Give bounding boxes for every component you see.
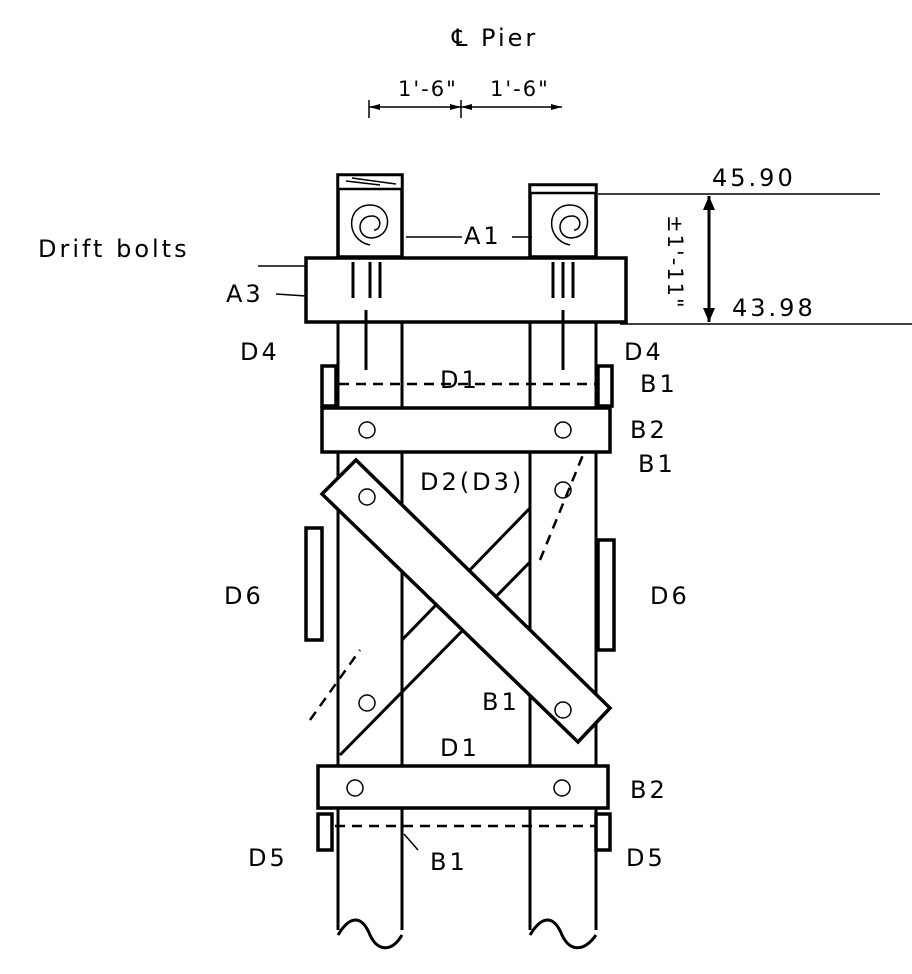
bottom-elevation-label: 43.98 [732,294,816,322]
lower-left-bolt [346,779,364,797]
b1-center-label: B1 [482,688,520,716]
pier-centerline-title: ℄ Pier [451,24,538,52]
a1-label: A1 [464,222,502,250]
d4-right-label: D4 [624,338,664,366]
left-spacing-dimension: 1'-6" [398,77,458,101]
upper-horizontal-brace-d1 [320,406,612,454]
drift-bolts [351,262,575,370]
d4-left-shim [320,364,338,408]
diagonal-brace-d2-d3 [319,457,613,745]
upper-left-bolt [358,421,376,439]
right-spacing-dimension: 1'-6" [490,77,550,101]
d2-d3-label: D2(D3) [420,468,524,496]
a3-leader [275,293,307,297]
right-mid-bolt [554,481,572,499]
upper-right-bolt [554,421,572,439]
d5-right-shim [594,812,612,852]
d1-lower-label: D1 [440,734,480,762]
d5-left-shim [316,812,334,852]
b1-upper-right-label: B1 [640,370,678,398]
diagonal-bottom-bolt [554,701,572,719]
b2-upper-label: B2 [630,416,668,444]
top-elevation-label: 45.90 [712,164,796,192]
height-dimension-mark: ±1'-11" [663,215,687,310]
lower-right-bolt [553,779,571,797]
b1-bottom-leader [403,833,419,851]
a3-label: A3 [226,280,264,308]
left-lower-bolt [358,694,376,712]
lower-horizontal-brace-d1 [316,764,610,810]
d6-left-label: D6 [224,582,264,610]
b2-lower-label: B2 [630,776,668,804]
b1-bottom-label: B1 [430,848,468,876]
top-dimension-line [368,100,562,118]
d5-left-label: D5 [248,844,288,872]
d6-right-shim [596,538,616,652]
drift-bolts-label: Drift bolts [38,235,190,263]
d1-upper-label: D1 [440,366,480,394]
b1-right-mid-label: B1 [638,450,676,478]
d4-left-label: D4 [240,338,280,366]
d6-right-label: D6 [650,582,690,610]
d4-right-shim [596,364,614,408]
diagonal-top-bolt [358,488,376,506]
d5-right-label: D5 [626,844,666,872]
d6-left-shim [304,526,324,642]
elevation-dimension-line [598,193,912,325]
left-pile [336,173,404,950]
